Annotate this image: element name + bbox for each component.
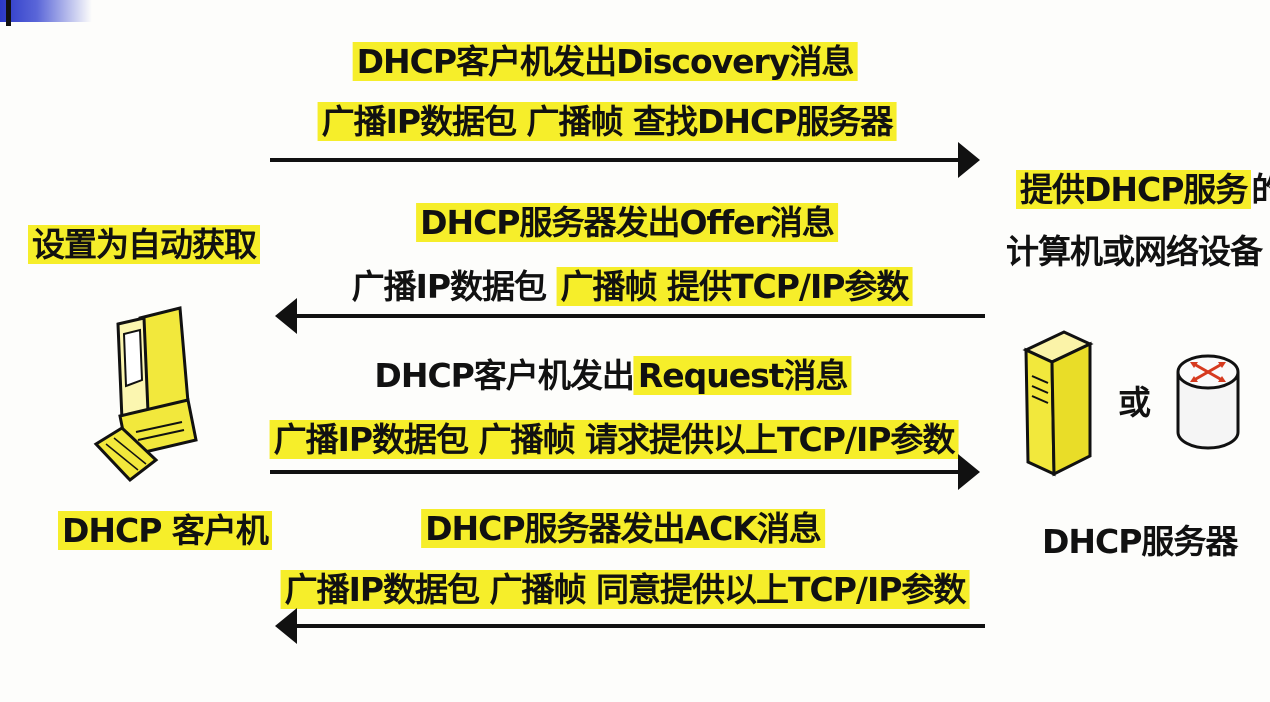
slide-corner-mark	[0, 0, 92, 22]
ack-arrow	[275, 608, 985, 644]
server-caption-line2: 计算机或网络设备	[1006, 232, 1263, 271]
offer-title: DHCP服务器发出Offer消息	[416, 203, 838, 243]
discover-title: DHCP客户机发出Discovery消息	[352, 42, 858, 82]
server-tower-icon	[1022, 330, 1094, 477]
offer-detail: 广播IP数据包 广播帧 提供TCP/IP参数	[352, 267, 913, 307]
client-caption: 设置为自动获取	[28, 225, 260, 265]
client-label: DHCP 客户机	[58, 511, 272, 551]
server-caption-line1: 提供DHCP服务的	[1016, 170, 1270, 210]
router-icon	[1176, 354, 1240, 450]
discover-arrow	[270, 142, 980, 178]
request-detail: 广播IP数据包 广播帧 请求提供以上TCP/IP参数	[269, 420, 959, 460]
server-label: DHCP服务器	[1042, 522, 1238, 561]
ack-detail: 广播IP数据包 广播帧 同意提供以上TCP/IP参数	[280, 570, 970, 610]
offer-arrow	[275, 298, 985, 334]
client-computer-icon	[93, 306, 198, 483]
request-arrow	[270, 454, 980, 490]
discover-detail: 广播IP数据包 广播帧 查找DHCP服务器	[317, 102, 897, 142]
ack-title: DHCP服务器发出ACK消息	[421, 509, 825, 549]
slide-corner-tick	[6, 0, 11, 26]
or-text: 或	[1118, 383, 1151, 422]
